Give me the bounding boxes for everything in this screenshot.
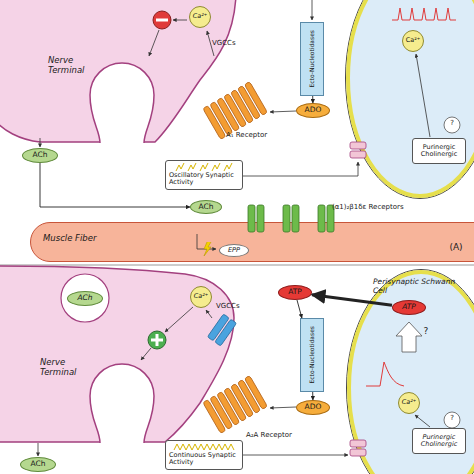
panel-letter: (A) xyxy=(445,243,467,253)
acetylcholine-oval: ACh xyxy=(20,457,56,472)
upregulation-arrow xyxy=(396,322,422,352)
receptor-label: A₂A Receptor xyxy=(246,432,301,440)
node-text: ACh xyxy=(77,294,92,303)
adenosine-oval: ADO xyxy=(296,400,330,415)
node-text: Oscillatory Synaptic Activity xyxy=(169,172,241,187)
nicotinic-receptors xyxy=(248,205,334,232)
calcium-ion: Ca²⁺ xyxy=(190,286,212,308)
enzyme-box: Ecto-Nucleotidases xyxy=(300,22,324,96)
panel-divider xyxy=(0,265,474,266)
lightning-icons xyxy=(176,163,232,171)
nerve-terminal: Nerve Terminal ACh Ca²⁺ xyxy=(0,268,240,446)
node-text: Ecto-Nucleotidases xyxy=(309,30,316,87)
flow-arrow xyxy=(312,392,313,400)
receptor-type-box: Purinergic Cholinergic xyxy=(412,428,466,454)
node-text: Purinergic Cholinergic xyxy=(413,144,465,159)
node-text: ADO xyxy=(305,106,322,115)
signal-arrows xyxy=(40,0,430,249)
calcium-transient-trace xyxy=(366,362,404,386)
node-text: Muscle Fiber xyxy=(43,234,103,244)
node-text: Nerve Terminal xyxy=(40,358,88,378)
receptor-label: (α1)₂β1δε Receptors xyxy=(332,204,462,212)
epp-lightning xyxy=(204,242,211,256)
continuous-activity-icon xyxy=(174,444,234,450)
node-text: Ca²⁺ xyxy=(193,13,208,20)
acetylcholine-oval: ACh xyxy=(190,200,222,214)
channel-label: VGCCs xyxy=(212,40,242,48)
node-text: Ecto-Nucleotidases xyxy=(309,326,316,383)
question-mark: ? xyxy=(421,327,431,337)
flow-arrow xyxy=(297,300,302,318)
flow-arrow xyxy=(40,163,190,207)
receptor-label: A₁ Receptor xyxy=(226,132,276,140)
node-text: Perisynaptic Schwann Cell xyxy=(373,278,469,295)
node-text: Purinergic Cholinergic xyxy=(413,434,465,449)
acetylcholine-oval: ACh xyxy=(67,291,103,306)
receptor-type-box: Purinergic Cholinergic xyxy=(412,138,466,164)
vgcc-channel xyxy=(207,314,236,346)
inhibition-symbol xyxy=(153,11,171,29)
signal-arrows xyxy=(38,307,430,456)
question-mark: ? xyxy=(447,415,457,423)
glial-receptor xyxy=(350,142,366,158)
flow-arrow xyxy=(312,96,313,103)
epp-oval: EPP xyxy=(219,244,249,257)
node-text: Ca²⁺ xyxy=(402,399,417,406)
atp-oval: ATP xyxy=(278,285,312,300)
a1-receptor xyxy=(203,81,268,139)
schwann-cell-outline xyxy=(346,0,474,199)
calcium-ion: Ca²⁺ xyxy=(398,392,420,414)
nerve-terminal: Nerve Terminal Ca²⁺ xyxy=(0,0,240,150)
question-mark: ? xyxy=(447,120,457,128)
node-text: Continuous Synaptic Activity xyxy=(169,452,241,467)
facilitation-symbol xyxy=(148,331,166,349)
node-text: EPP xyxy=(228,247,240,254)
node-text: ACh xyxy=(31,460,46,469)
acetylcholine-oval: ACh xyxy=(22,148,58,163)
node-text: ACh xyxy=(33,151,48,160)
a2a-receptor xyxy=(203,375,268,433)
channel-label: VGCCs xyxy=(216,303,246,311)
node-text: ATP xyxy=(402,303,416,312)
glial-receptor xyxy=(350,440,366,456)
node-text: Nerve Terminal xyxy=(48,56,96,76)
calcium-oscillation-trace xyxy=(392,8,456,20)
enzyme-box: Ecto-Nucleotidases xyxy=(300,318,324,392)
question-bubble xyxy=(444,117,460,133)
node-text: ADO xyxy=(305,403,322,412)
calcium-ion: Ca²⁺ xyxy=(402,30,424,52)
node-text: Ca²⁺ xyxy=(194,293,209,300)
flow-arrow xyxy=(312,295,392,306)
calcium-ion: Ca²⁺ xyxy=(189,6,211,28)
question-bubble xyxy=(444,412,460,428)
node-text: ATP xyxy=(288,288,302,297)
atp-oval: ATP xyxy=(392,300,426,315)
adenosine-oval: ADO xyxy=(296,103,330,118)
node-text: ACh xyxy=(199,203,214,212)
node-text: Ca²⁺ xyxy=(406,37,421,44)
